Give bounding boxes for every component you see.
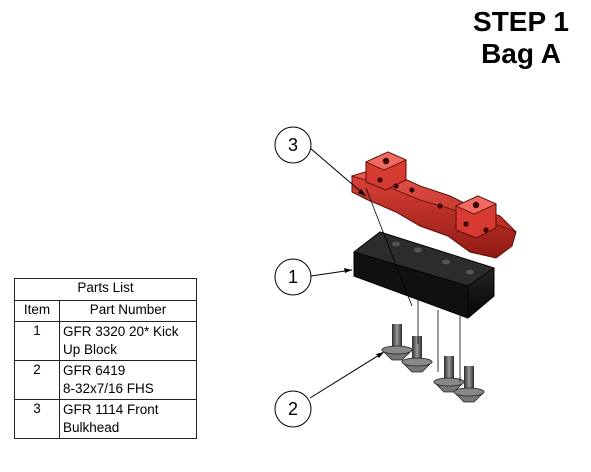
kick-up-block-part xyxy=(353,231,495,319)
part-number-line: GFR 3320 20* Kick xyxy=(63,324,179,339)
parts-list-table: Parts List Item Part Number 1 GFR 3320 2… xyxy=(14,278,197,439)
part-number-line: Up Block xyxy=(63,342,118,357)
callout-1-label: 1 xyxy=(288,267,298,287)
front-bulkhead-part xyxy=(350,151,517,259)
callout-3-label: 3 xyxy=(288,135,298,155)
step-title: STEP 1 xyxy=(473,6,569,37)
item-number: 2 xyxy=(14,360,60,400)
table-row: 1 GFR 3320 20* Kick Up Block xyxy=(14,321,197,361)
leader-line xyxy=(365,187,413,307)
bag-label: Bag A xyxy=(481,38,561,69)
arrow-head-icon xyxy=(344,268,352,273)
part-number-line: GFR 1114 Front xyxy=(63,402,159,417)
item-number: 3 xyxy=(14,399,60,439)
part-number-line: 8-32x7/16 FHS xyxy=(63,381,154,396)
parts-list-caption: Parts List xyxy=(14,278,197,301)
table-row: 3 GFR 1114 Front Bulkhead xyxy=(14,399,197,439)
part-number-cell: GFR 1114 Front Bulkhead xyxy=(59,399,197,439)
arrow-head-icon xyxy=(358,189,366,196)
callout-3-circle xyxy=(274,126,312,164)
fhs-screws-part xyxy=(381,324,485,403)
callout-1-circle xyxy=(274,258,312,296)
callout-3-leader xyxy=(309,147,367,197)
part-number-cell: GFR 3320 20* Kick Up Block xyxy=(59,321,197,361)
callout-2-label: 2 xyxy=(288,399,298,419)
item-number: 1 xyxy=(14,321,60,361)
part-number-line: GFR 6419 xyxy=(63,363,126,378)
arrow-head-icon xyxy=(376,352,384,358)
step-header: STEP 1 Bag A xyxy=(473,6,569,70)
callout-2-leader xyxy=(309,351,385,399)
part-number-line: Bulkhead xyxy=(63,420,120,435)
callout-2-circle xyxy=(274,390,312,428)
